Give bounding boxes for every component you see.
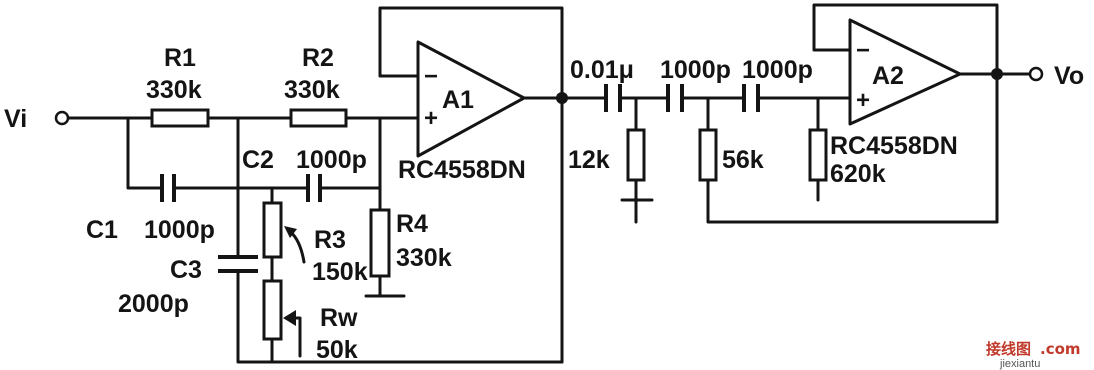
wires	[66, 3, 1032, 364]
hp-res3-value: 620k	[830, 160, 886, 188]
input-label: Vi	[4, 105, 27, 133]
r1-name: R1	[164, 44, 196, 72]
hp-cap2-value: 1000p	[660, 56, 731, 84]
a1-plus-sign: +	[424, 105, 438, 132]
rw-wiper-arrow	[283, 310, 302, 358]
c1-value: 1000p	[144, 216, 215, 244]
r2-name: R2	[302, 44, 334, 72]
hp-res1-value: 12k	[568, 146, 610, 174]
opamp-a1	[416, 40, 526, 158]
c3-name: C3	[170, 256, 202, 284]
r1-value: 330k	[146, 76, 202, 104]
watermark-domain: .com	[1040, 340, 1081, 358]
capacitor-hp1	[604, 84, 622, 112]
watermark: 接线图 .com jiexiantu	[986, 340, 1081, 370]
a1-name: A1	[442, 86, 474, 114]
capacitor-c3	[218, 255, 258, 273]
labels: Vi Vo R1 330k R2 330k C2 1000p C1 1000p …	[4, 37, 1084, 364]
potentiometer-rw	[262, 279, 283, 341]
a2-plus-sign: +	[856, 87, 870, 114]
r4-name: R4	[396, 210, 428, 238]
resistor-hp3	[808, 128, 828, 182]
a2-minus-sign: −	[856, 37, 870, 64]
resistor-r4	[369, 208, 391, 278]
output-terminal	[1028, 66, 1044, 82]
r3-adjust-arrow	[284, 226, 306, 264]
hp-res2-value: 56k	[722, 146, 764, 174]
capacitor-c2	[306, 174, 322, 202]
junction-a2-output	[991, 68, 1003, 80]
capacitor-hp2	[666, 84, 684, 112]
resistor-r1	[150, 108, 210, 128]
output-label: Vo	[1054, 62, 1084, 90]
resistor-hp2	[698, 128, 718, 182]
hp-cap3-value: 1000p	[742, 56, 813, 84]
resistor-hp1	[626, 128, 646, 182]
resistor-r3	[262, 201, 283, 259]
a1-minus-sign: −	[424, 63, 438, 90]
hp-cap1-value: 0.01μ	[570, 56, 634, 84]
capacitor-c1	[160, 174, 176, 202]
r3-name: R3	[314, 226, 346, 254]
watermark-sub: jiexiantu	[999, 358, 1040, 370]
opamp-a2	[848, 18, 962, 126]
rw-value: 50k	[316, 336, 358, 364]
r4-value: 330k	[396, 244, 452, 272]
rw-name: Rw	[320, 304, 358, 332]
a2-name: A2	[872, 62, 904, 90]
c1-name: C1	[86, 216, 118, 244]
c3-value: 2000p	[118, 290, 189, 318]
c2-value: 1000p	[296, 146, 367, 174]
r3-value: 150k	[312, 258, 368, 286]
a2-part: RC4558DN	[830, 132, 958, 160]
watermark-text: 接线图	[986, 340, 1031, 358]
c2-name: C2	[242, 146, 274, 174]
a1-part: RC4558DN	[398, 156, 526, 184]
resistor-r2	[289, 108, 348, 128]
capacitor-hp3	[742, 84, 760, 112]
junction-a1-output	[556, 92, 568, 104]
r2-value: 330k	[284, 76, 340, 104]
input-terminal	[54, 110, 70, 126]
